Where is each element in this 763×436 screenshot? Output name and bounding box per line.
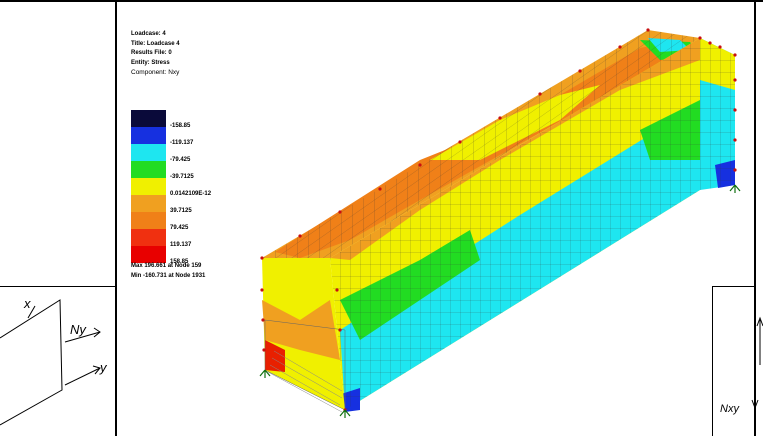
scale-swatch <box>131 229 166 246</box>
sketch-label-x: x <box>23 296 31 311</box>
scale-swatch <box>131 195 166 212</box>
scale-label: 0.0142109E-12 <box>170 191 212 197</box>
left-sketch-top-border <box>0 286 116 287</box>
scale-label: -119.137 <box>170 140 194 146</box>
left-sketch <box>0 299 101 426</box>
support-markers <box>259 184 741 418</box>
right-sketch <box>751 316 763 410</box>
scale-swatch <box>131 127 166 144</box>
right-sketch-top-border <box>712 286 756 287</box>
legend-max: Max 196.661 at Node 159 <box>131 263 202 269</box>
legend-min: Min -160.731 at Node 1931 <box>131 273 206 279</box>
legend-entity: Entity: Stress <box>131 59 170 66</box>
sketch-label-nxy: Nxy <box>720 403 740 415</box>
scale-label: 39.7125 <box>170 208 192 214</box>
legend-loadcase: Loadcase: 4 <box>131 31 166 37</box>
scale-swatch <box>131 212 166 229</box>
scale-label: -158.85 <box>170 123 191 129</box>
scale-swatch <box>131 161 166 178</box>
scale-swatch <box>131 110 166 127</box>
scale-swatch <box>131 246 166 263</box>
panel-divider-right <box>754 0 756 436</box>
right-sketch-left-border <box>712 286 713 436</box>
legend-title: Title: Loadcase 4 <box>131 40 180 47</box>
front-face <box>330 38 700 412</box>
scale-swatch <box>131 178 166 195</box>
scale-label: -79.425 <box>170 157 191 163</box>
left-end-face <box>262 258 346 413</box>
top-face <box>262 30 700 258</box>
scale-label: 158.85 <box>170 259 189 265</box>
edge-nodes <box>260 28 737 412</box>
scale-label: -39.7125 <box>170 174 194 180</box>
scale-swatch <box>131 144 166 161</box>
results-legend: Loadcase: 4 Title: Loadcase 4 Results Fi… <box>131 30 281 76</box>
legend-component: Component: Nxy <box>131 69 180 77</box>
panel-divider-left <box>115 0 117 436</box>
sketch-label-ny: Ny <box>70 322 87 337</box>
legend-results-file: Results File: 0 <box>131 50 172 57</box>
scale-label: 79.425 <box>170 225 189 231</box>
scale-label: 119.137 <box>170 242 192 248</box>
end-face <box>700 38 735 190</box>
sketch-label-y: y <box>99 360 108 375</box>
